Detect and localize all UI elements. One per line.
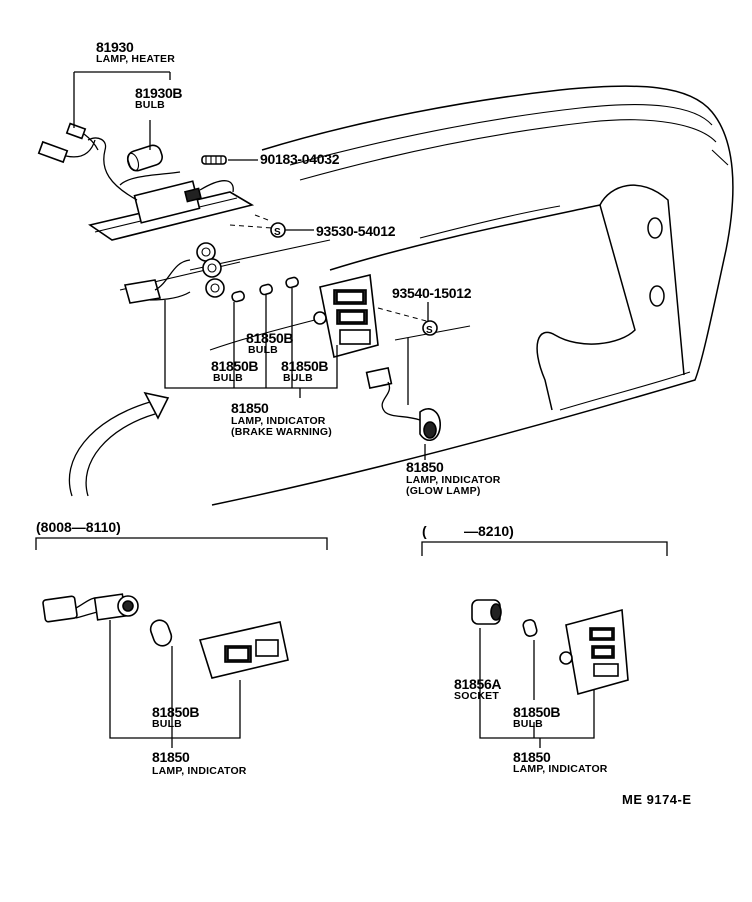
right-lamp-name: LAMP, INDICATOR: [513, 763, 608, 775]
right-variant-range-open: (: [422, 523, 427, 539]
bulb-a-name: BULB: [248, 344, 278, 356]
screw-90183: [201, 155, 258, 165]
fastener-markers: S S: [229, 214, 438, 336]
socket-part-number: 81856A: [454, 676, 501, 692]
bulb-c-part-number: 81850B: [281, 358, 328, 374]
right-bulb-name: BULB: [513, 718, 543, 730]
screw1-part-number: 90183-04032: [260, 151, 340, 167]
bulb-b-part-number: 81850B: [211, 358, 258, 374]
direction-arrow: [68, 391, 170, 497]
bulb-c-name: BULB: [283, 372, 313, 384]
heater-lamp-assembly: [37, 71, 255, 241]
glow-lamp-name-line2: (GLOW LAMP): [406, 485, 481, 497]
glow-lamp-assembly: [365, 338, 441, 460]
right-variant-range-end: —8210): [464, 523, 514, 539]
brake-lamp-name-line1: LAMP, INDICATOR: [231, 415, 326, 427]
bulb-heater-name: BULB: [135, 99, 165, 111]
diagram-code: ME 9174-E: [622, 792, 692, 807]
brake-warning-lamp-assembly: [123, 242, 379, 398]
glow-lamp-name-line1: LAMP, INDICATOR: [406, 474, 501, 486]
s-symbol-1: S: [274, 227, 281, 238]
right-lamp-part-number: 81850: [513, 749, 551, 765]
bulb-b-name: BULB: [213, 372, 243, 384]
left-bulb-name: BULB: [152, 718, 182, 730]
variant-left: [35, 537, 328, 748]
brake-lamp-part-number: 81850: [231, 400, 269, 416]
glow-lamp-part-number: 81850: [406, 459, 444, 475]
screw2-part-number: 93530-54012: [316, 223, 396, 239]
left-bulb-part-number: 81850B: [152, 704, 199, 720]
left-lamp-name: LAMP, INDICATOR: [152, 765, 247, 777]
right-bulb-part-number: 81850B: [513, 704, 560, 720]
socket-name: SOCKET: [454, 690, 499, 702]
bulb-a-part-number: 81850B: [246, 330, 293, 346]
left-lamp-part-number: 81850: [152, 749, 190, 765]
left-variant-range: (8008—8110): [36, 519, 121, 535]
variant-right: [421, 541, 668, 748]
s-symbol-2: S: [426, 325, 433, 336]
lamp-heater-name: LAMP, HEATER: [96, 53, 175, 65]
bulb-heater-part-number: 81930B: [135, 85, 182, 101]
lamp-heater-part-number: 81930: [96, 39, 134, 55]
brake-lamp-name-line2: (BRAKE WARNING): [231, 426, 332, 438]
screw3-part-number: 93540-15012: [392, 285, 472, 301]
